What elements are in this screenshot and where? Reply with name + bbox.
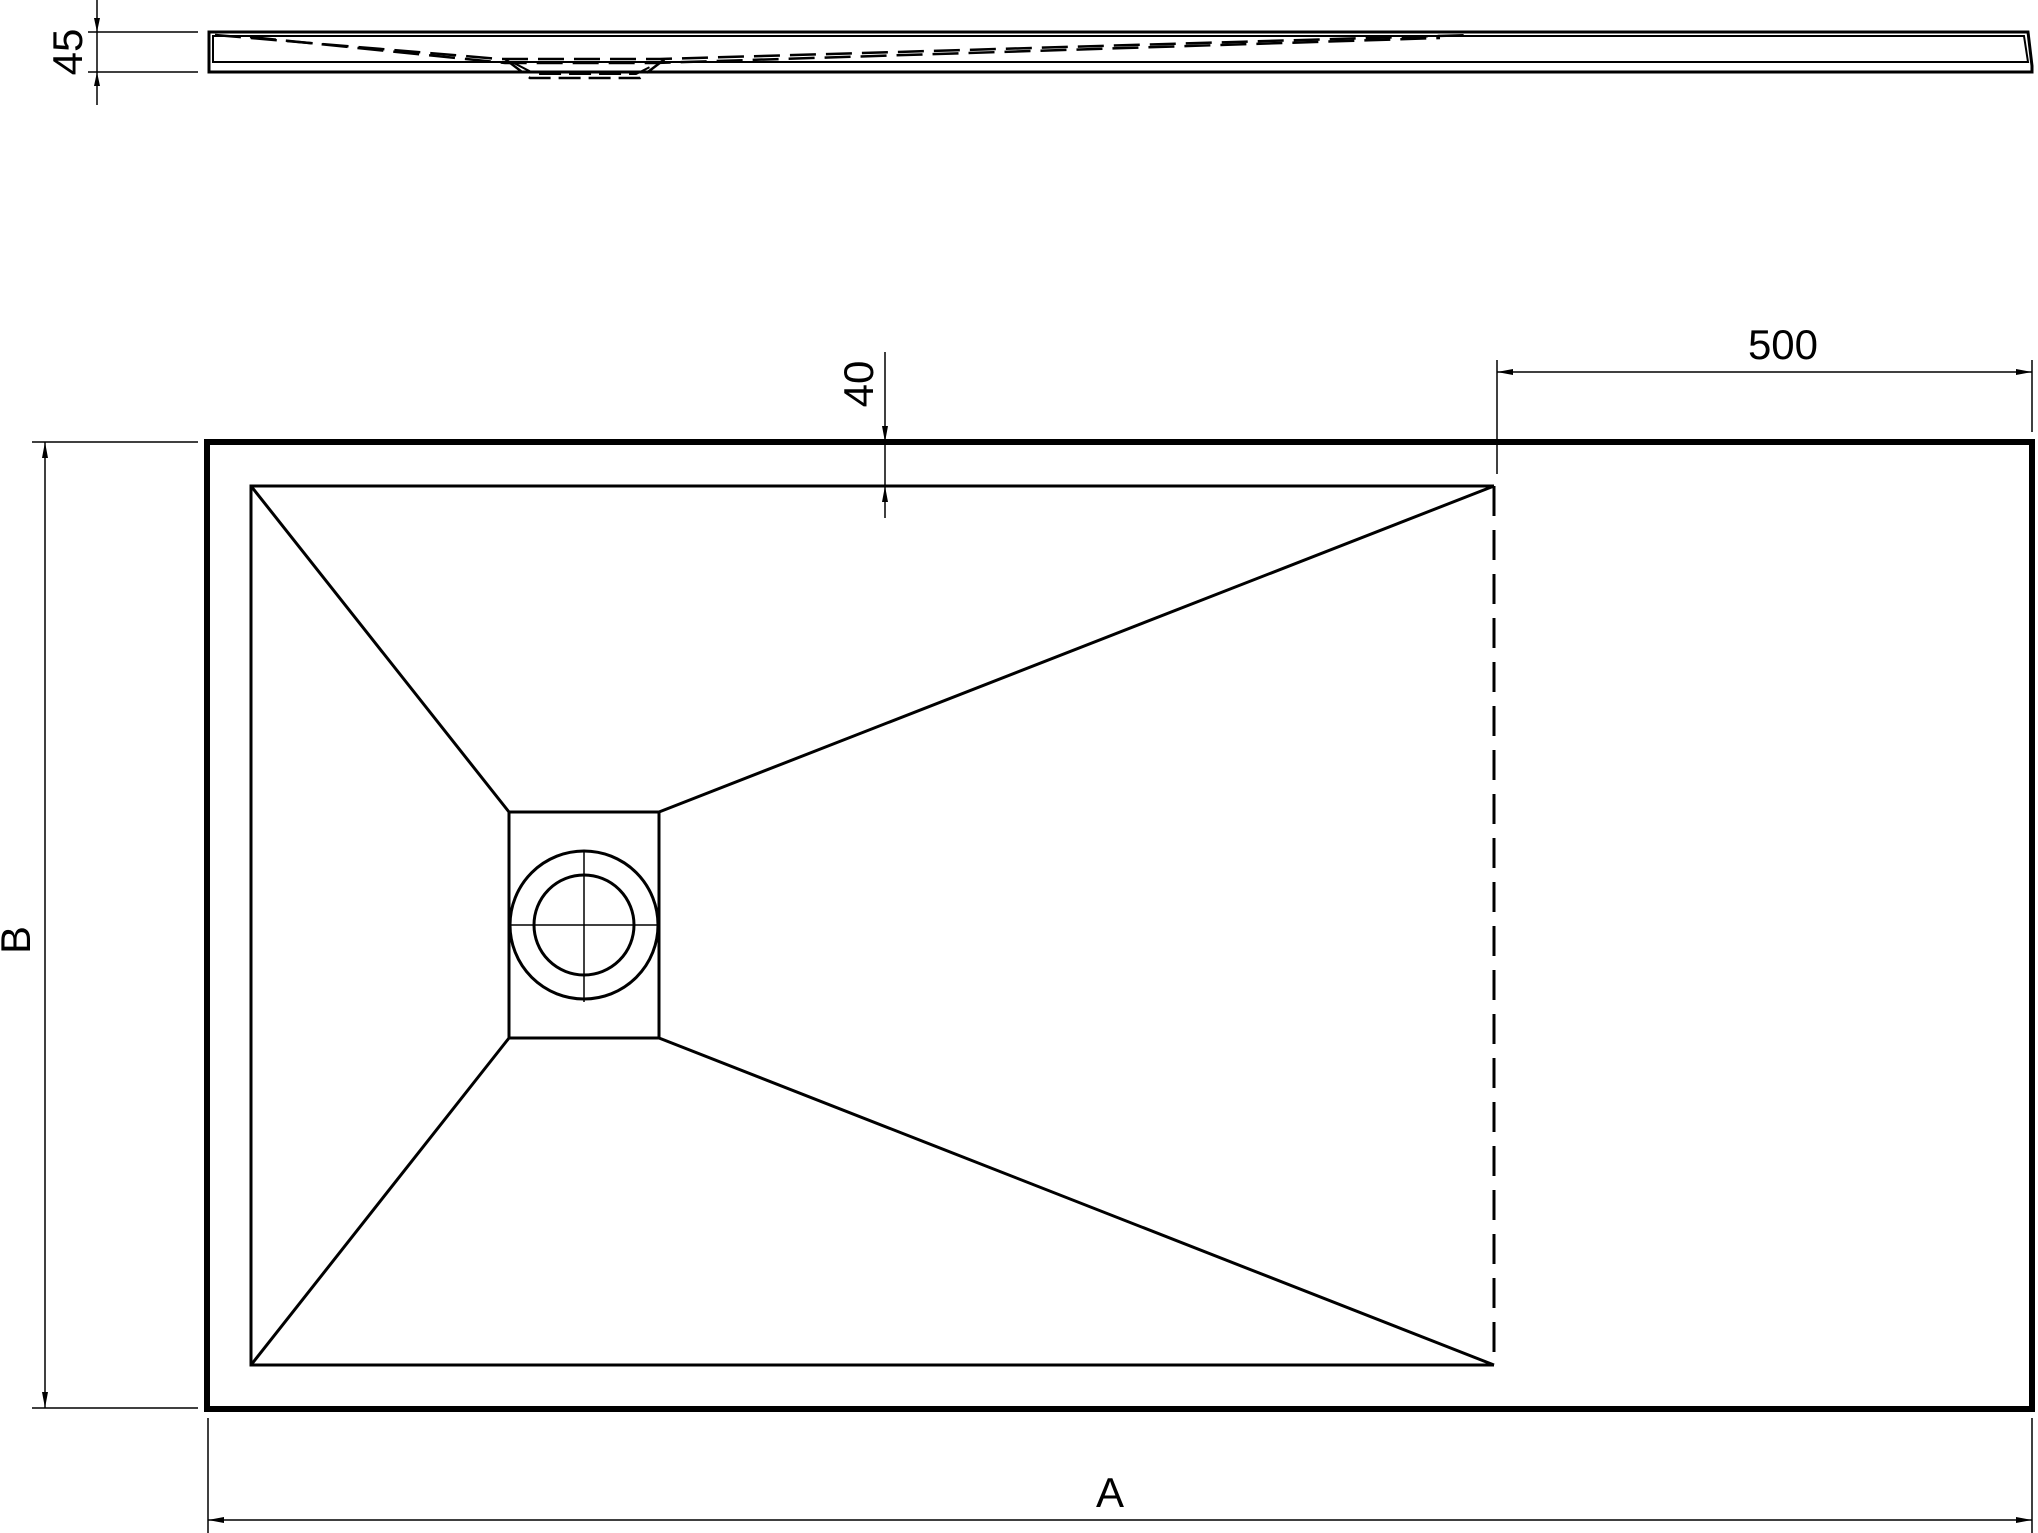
side-view: 45: [44, 0, 2034, 105]
width-arrow-right: [2016, 1517, 2032, 1523]
side-view-outline: [207, 30, 2034, 74]
height-arrow-bottom: [94, 72, 100, 86]
plan-view: 40 500 B A: [0, 321, 2035, 1533]
tray-outer-outline: [204, 439, 2035, 1412]
slope-line-top-right: [658, 484, 1495, 814]
rim-dimension-label: 40: [835, 361, 882, 408]
height-arrow-top: [94, 18, 100, 32]
shelf-arrow-right: [2016, 369, 2032, 375]
width-dimension-label: A: [1096, 1469, 1124, 1516]
rim-arrow-bottom: [882, 486, 888, 502]
side-view-drain-body-hidden: [504, 58, 666, 80]
depth-arrow-top: [42, 442, 48, 458]
width-arrow-left: [208, 1517, 224, 1523]
shelf-arrow-left: [1497, 369, 1513, 375]
slope-line-bottom-right: [658, 1036, 1495, 1367]
side-view-drain-slope-hidden-line: [214, 33, 1471, 61]
depth-arrow-bottom: [42, 1392, 48, 1408]
height-dimension-label: 45: [44, 29, 91, 76]
shelf-dimension-label: 500: [1748, 321, 1818, 368]
slope-line-bottom-left: [249, 1037, 511, 1366]
depth-dimension-label: B: [0, 926, 39, 954]
rim-arrow-top: [882, 426, 888, 442]
side-view-drain-slope-hidden-line-2: [249, 35, 1441, 65]
side-view-drain-body-hidden-2: [511, 61, 661, 75]
slope-line-top-left: [249, 485, 511, 813]
recessed-basin-outline: [249, 484, 1494, 1367]
